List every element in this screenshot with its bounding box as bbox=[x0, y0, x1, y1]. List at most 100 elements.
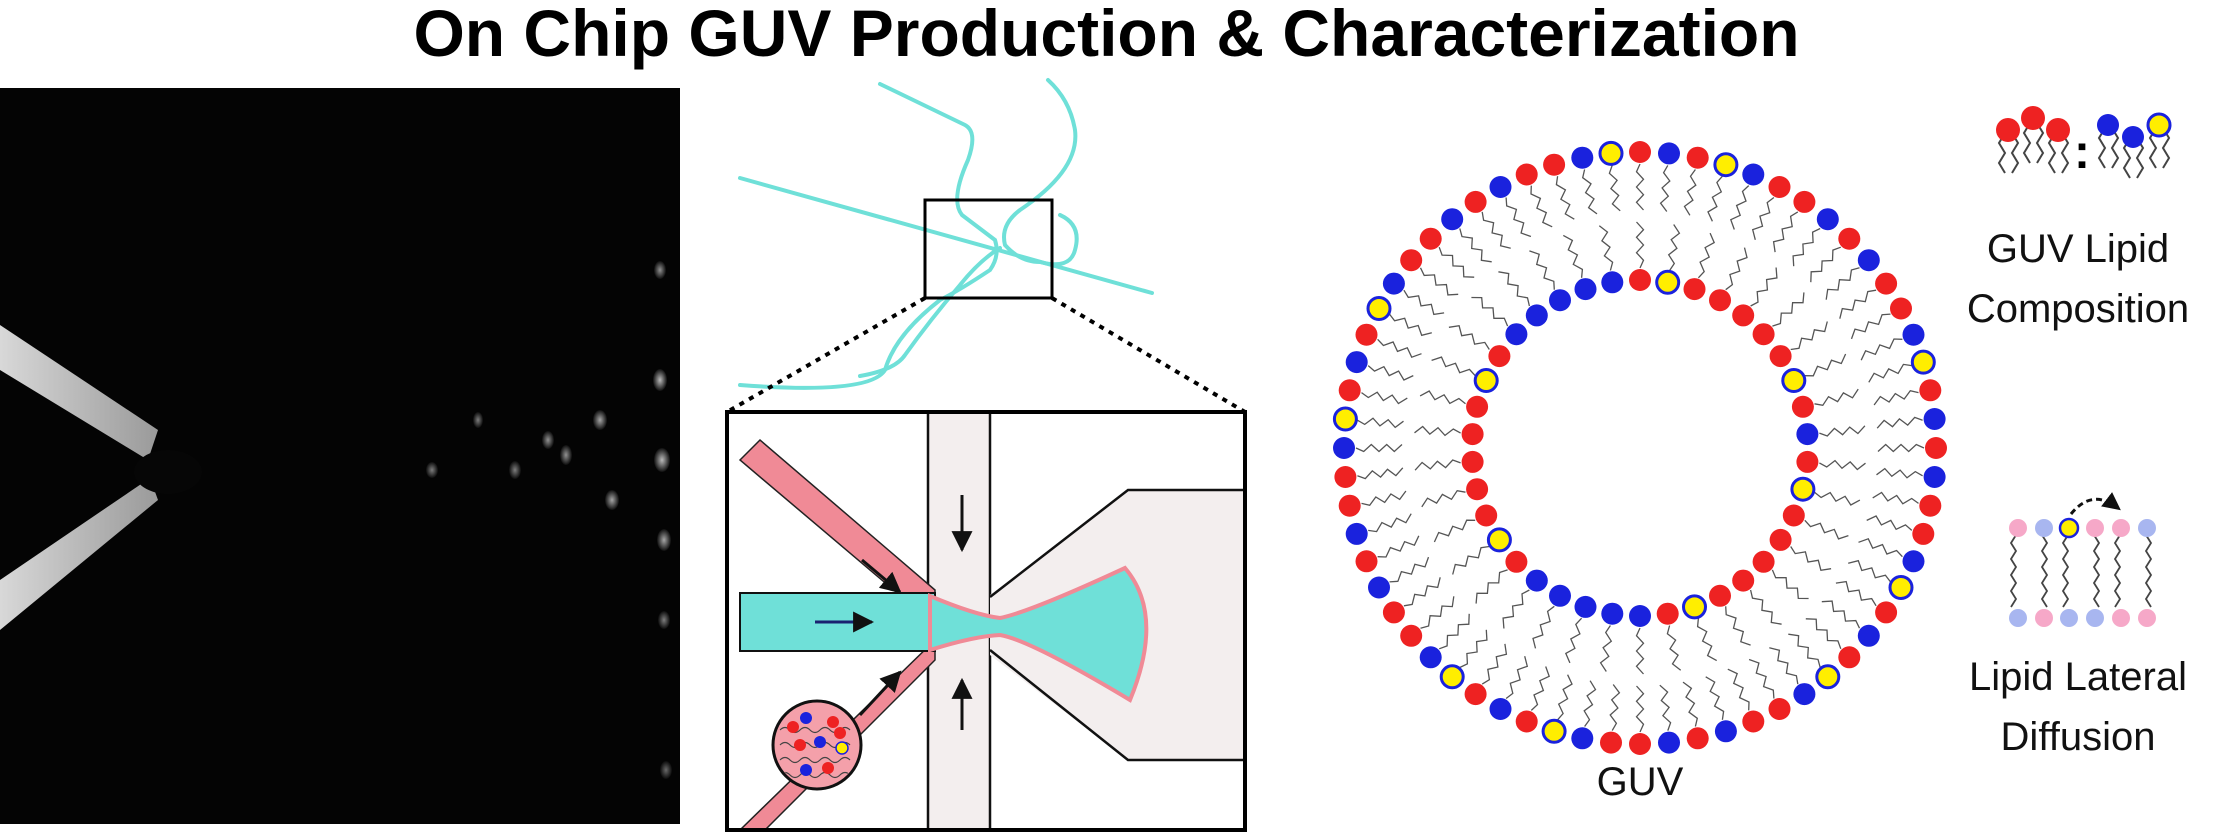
lipid-tail bbox=[1419, 390, 1466, 405]
lipid-tail bbox=[1420, 596, 1455, 629]
lipid-head-red bbox=[1600, 731, 1622, 754]
lipid-head-red bbox=[1338, 494, 1361, 517]
junction-frame bbox=[725, 410, 1247, 832]
lipid-head-blue bbox=[1441, 208, 1464, 231]
lipid-head-blue bbox=[1601, 602, 1624, 625]
lipid-tail bbox=[1530, 666, 1551, 711]
diffusion-top-1 bbox=[2009, 519, 2027, 537]
nozzle-upper-wall bbox=[0, 325, 158, 460]
lipid-head-red bbox=[1355, 323, 1378, 346]
lipid-head-blue bbox=[1505, 323, 1528, 346]
lipid-tail bbox=[1357, 417, 1404, 429]
lipid-tail bbox=[1564, 617, 1583, 664]
lipid-tail bbox=[1433, 519, 1476, 543]
lipid-tail bbox=[1748, 658, 1775, 699]
lipid-tail bbox=[1868, 363, 1912, 383]
lipid-head-red bbox=[1791, 395, 1814, 418]
lipid-head-blue bbox=[1902, 550, 1925, 573]
lipid-tail bbox=[1696, 618, 1718, 662]
lipid-head-red bbox=[1752, 323, 1775, 346]
nozzle-lower-wall bbox=[0, 478, 158, 630]
lipid-head-yellow bbox=[1713, 152, 1739, 178]
lipid-head-red bbox=[1686, 727, 1709, 750]
lipid-tail bbox=[1361, 391, 1408, 405]
lipid-tail bbox=[1635, 221, 1645, 269]
flow-arrow-oil-upper bbox=[861, 558, 902, 594]
lipid-head-blue bbox=[1571, 146, 1594, 169]
lipid-head-red bbox=[1461, 423, 1484, 446]
lipid-head-blue bbox=[1601, 271, 1624, 294]
lipid-tail bbox=[1581, 169, 1598, 215]
focused-stream bbox=[928, 565, 1149, 703]
lipid-tail bbox=[1725, 247, 1748, 291]
lipid-head-yellow bbox=[1366, 296, 1392, 321]
lipid-head-red bbox=[1505, 550, 1528, 573]
lipid-head-red bbox=[1875, 601, 1898, 624]
lipid-tail bbox=[1848, 559, 1892, 583]
lipid-head-yellow bbox=[1439, 664, 1465, 690]
lipid-tail bbox=[1635, 685, 1645, 733]
lipid-head-yellow bbox=[1815, 664, 1841, 690]
lipid-tail bbox=[1839, 289, 1877, 319]
lipid-head-blue bbox=[1549, 289, 1571, 312]
lipid-tail bbox=[1819, 425, 1866, 437]
lipid-tail bbox=[1666, 625, 1682, 671]
lipid-head-red bbox=[1796, 450, 1819, 473]
lipid-head-red bbox=[1925, 437, 1947, 459]
lipid-tail bbox=[1388, 313, 1432, 337]
lipid-tail bbox=[1502, 589, 1530, 629]
lipid-head-blue bbox=[1574, 278, 1597, 301]
lipid-tail bbox=[1792, 227, 1821, 267]
lipid-tail bbox=[1866, 515, 1913, 531]
lipid-tail bbox=[1448, 324, 1490, 350]
lipid-composition-legend: : GUV Lipid Composition bbox=[1967, 106, 2189, 331]
lipid-head-red bbox=[1382, 601, 1405, 624]
lipid-head-red bbox=[1709, 584, 1731, 607]
diffusion-bottom-5 bbox=[2112, 609, 2130, 627]
lipid-head-yellow bbox=[1888, 575, 1914, 600]
lipid-head-red bbox=[1768, 698, 1791, 720]
lipid-tail bbox=[1598, 225, 1614, 271]
diffusion-arrow-icon bbox=[2069, 492, 2121, 515]
lipid-head-yellow bbox=[1473, 368, 1499, 393]
lipid-tail bbox=[1860, 338, 1903, 361]
legend-blue-lipid-2 bbox=[2122, 126, 2144, 148]
lipid-head-red bbox=[1543, 153, 1566, 176]
lipid-head-red bbox=[1464, 683, 1487, 706]
diffusion-top-5 bbox=[2112, 519, 2130, 537]
lipid-tail bbox=[1772, 292, 1805, 327]
lipid-tail bbox=[1877, 443, 1925, 453]
lipid-head-blue bbox=[1816, 208, 1839, 231]
lipid-head-red bbox=[1732, 569, 1755, 592]
lipid-head-yellow bbox=[1781, 368, 1807, 393]
lipid-tail bbox=[1419, 267, 1459, 296]
lipid-head-yellow bbox=[1598, 140, 1624, 166]
lipid-head-red bbox=[1732, 304, 1755, 327]
diffusion-top-yellow bbox=[2058, 517, 2080, 539]
lipid-tail bbox=[1705, 676, 1725, 720]
legend-red-lipid-3 bbox=[2046, 118, 2070, 142]
lipid-tail bbox=[1804, 519, 1849, 540]
diffusion-bottom-2 bbox=[2035, 609, 2053, 627]
lipid-tail bbox=[1821, 600, 1861, 629]
lipid-head-red bbox=[1466, 478, 1489, 501]
lipid-head-blue bbox=[1923, 466, 1946, 488]
lipid-tail bbox=[1810, 246, 1842, 283]
lipid-tail bbox=[1505, 197, 1532, 238]
lipid-head-red bbox=[1912, 522, 1935, 545]
lipid-head-blue bbox=[1857, 249, 1880, 272]
lipid-head-red bbox=[1742, 710, 1765, 733]
channel-diagonal bbox=[738, 176, 1154, 295]
lipid-tail bbox=[1529, 250, 1555, 290]
lipid-head-yellow bbox=[1682, 594, 1707, 620]
lipid-tail bbox=[1414, 425, 1461, 437]
lipid-head-red bbox=[1656, 602, 1679, 625]
lipid-tail bbox=[1707, 175, 1723, 222]
lipid-tail bbox=[1438, 613, 1470, 650]
lipid-tail bbox=[1609, 684, 1621, 731]
lipid-head-blue bbox=[1658, 142, 1680, 165]
lipid-head-red bbox=[1686, 146, 1709, 169]
lipid-tail bbox=[1475, 569, 1508, 604]
lipid-tail bbox=[1667, 224, 1681, 271]
lipid-tail bbox=[1790, 546, 1832, 572]
